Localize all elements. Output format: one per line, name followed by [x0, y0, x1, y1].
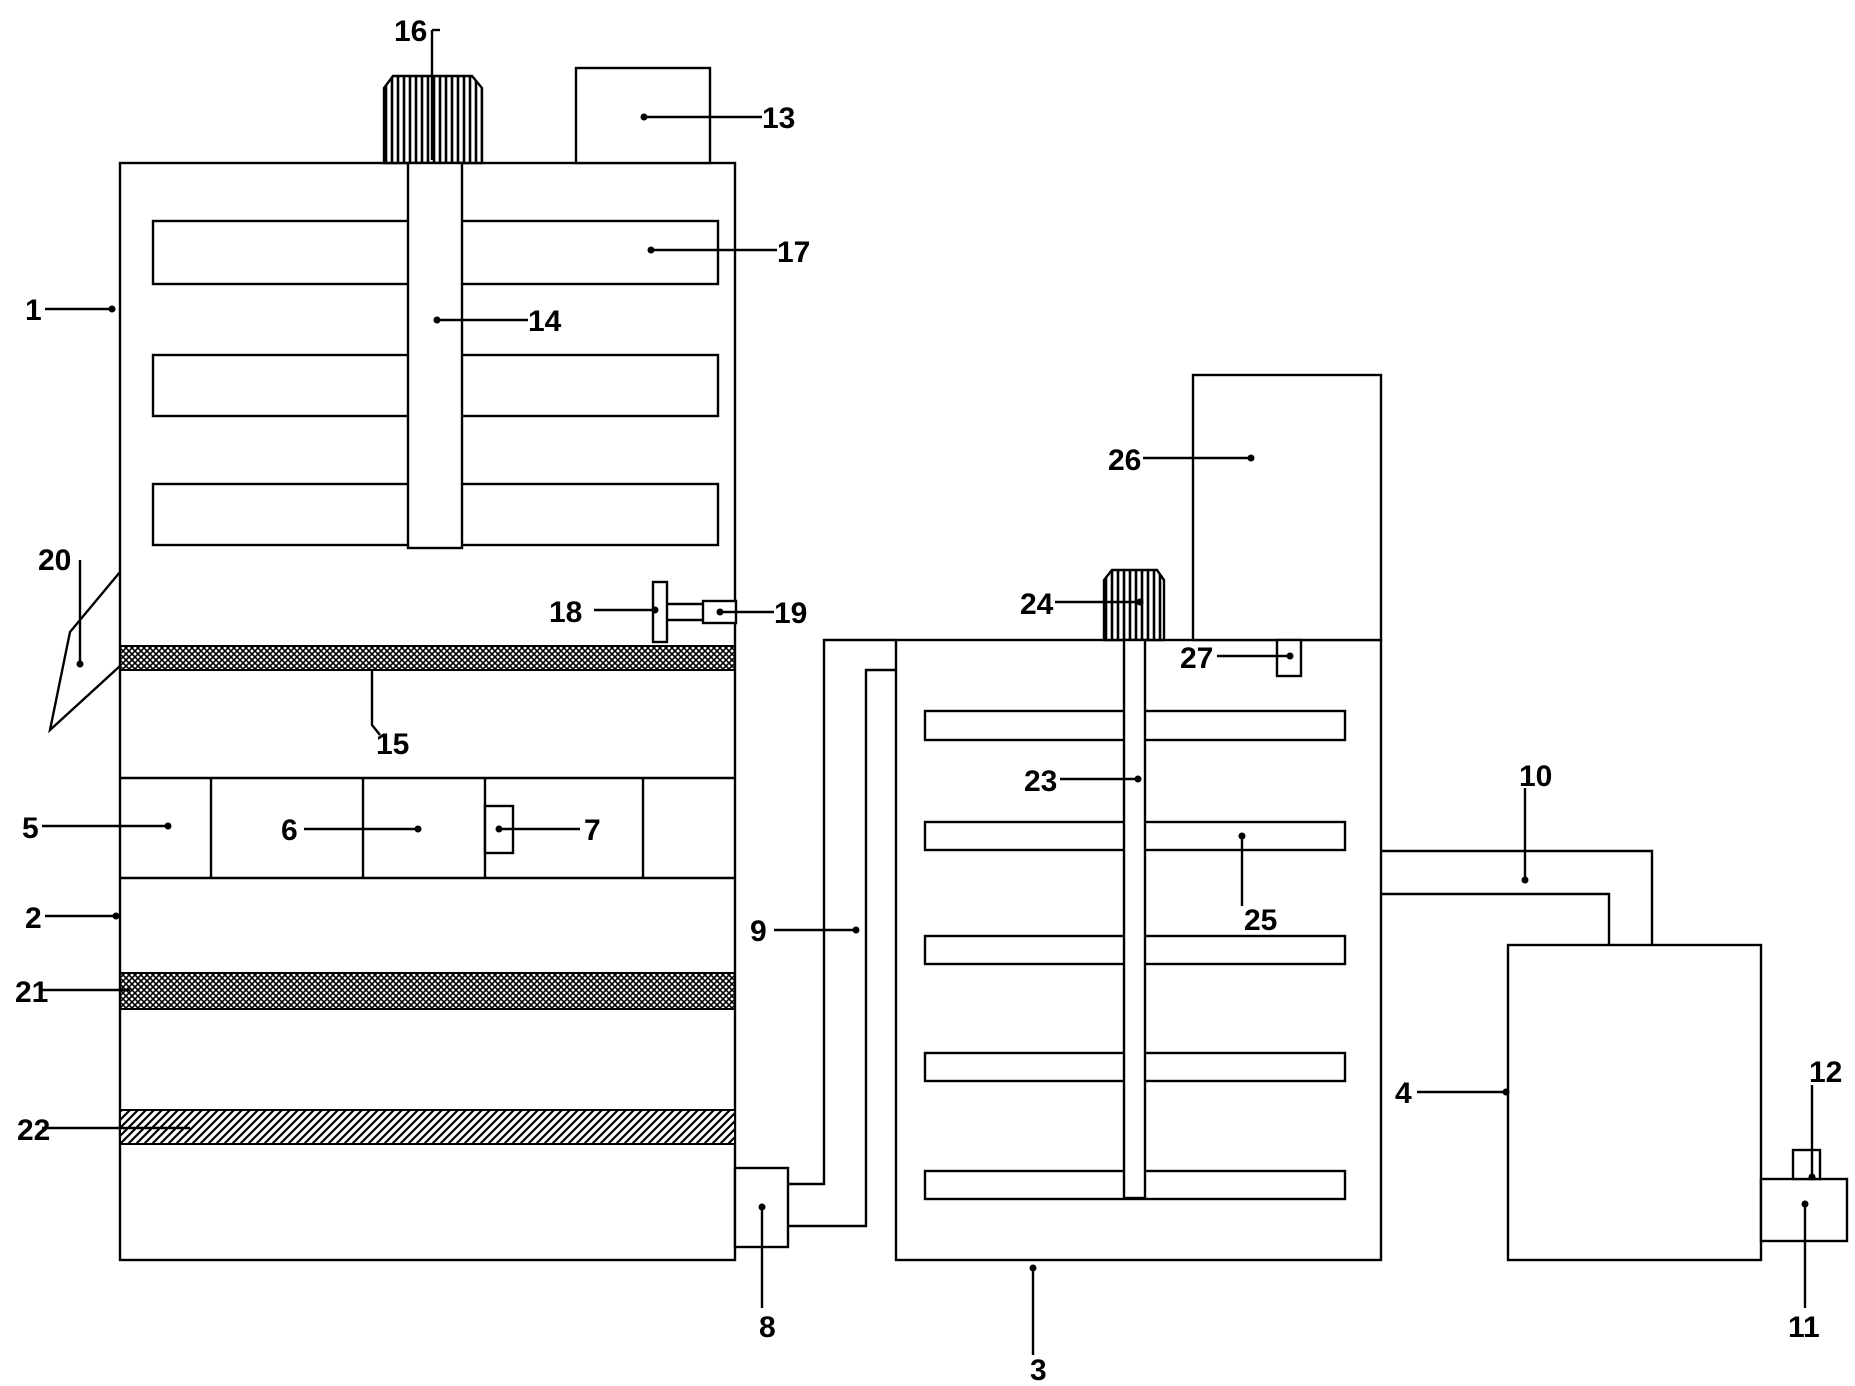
mesh-15	[119, 645, 736, 671]
label-3: 3	[1030, 1354, 1047, 1386]
tank-3	[894, 373, 1383, 1262]
hatch-22	[119, 1109, 736, 1145]
label-24: 24	[1020, 588, 1054, 621]
door-20	[48, 571, 121, 734]
label-20: 20	[38, 544, 71, 577]
leader-lines	[42, 28, 1816, 1355]
shaft-14	[406, 161, 464, 550]
container-4-group	[1381, 849, 1849, 1262]
label-4: 4	[1395, 1077, 1412, 1110]
label-11: 11	[1788, 1311, 1820, 1344]
label-16: 16	[394, 15, 427, 48]
label-13: 13	[762, 102, 795, 135]
part-12	[1791, 1148, 1822, 1181]
container-4	[1506, 943, 1763, 1262]
left-tower	[48, 66, 738, 1262]
label-10: 10	[1519, 760, 1552, 793]
label-19: 19	[774, 597, 807, 630]
label-2: 2	[25, 902, 42, 935]
pipe-10	[1381, 892, 1611, 945]
label-27: 27	[1180, 642, 1213, 675]
label-15: 15	[376, 728, 409, 761]
label-18: 18	[549, 596, 582, 629]
labels: 1 2 3 4 5 6 7 8 9 10 11 12 13 14 15 16 1…	[15, 15, 1842, 1386]
label-9: 9	[750, 915, 767, 948]
pipe-9	[788, 668, 896, 1228]
pipe-10	[1381, 849, 1654, 945]
label-1: 1	[25, 294, 42, 327]
label-17: 17	[777, 236, 810, 269]
shaft-23	[1122, 638, 1147, 1200]
label-22: 22	[17, 1114, 50, 1147]
label-21: 21	[15, 976, 48, 1009]
label-25: 25	[1244, 904, 1277, 937]
label-23: 23	[1024, 765, 1057, 798]
label-26: 26	[1108, 444, 1141, 477]
label-6: 6	[281, 814, 298, 847]
label-7: 7	[584, 814, 601, 847]
box-26	[1191, 373, 1383, 642]
label-5: 5	[22, 812, 39, 845]
motor-24	[1102, 568, 1166, 642]
label-8: 8	[759, 1311, 776, 1344]
label-14: 14	[528, 305, 562, 338]
pipe-9	[788, 638, 896, 1186]
label-12: 12	[1809, 1056, 1842, 1089]
mesh-21	[119, 972, 736, 1010]
